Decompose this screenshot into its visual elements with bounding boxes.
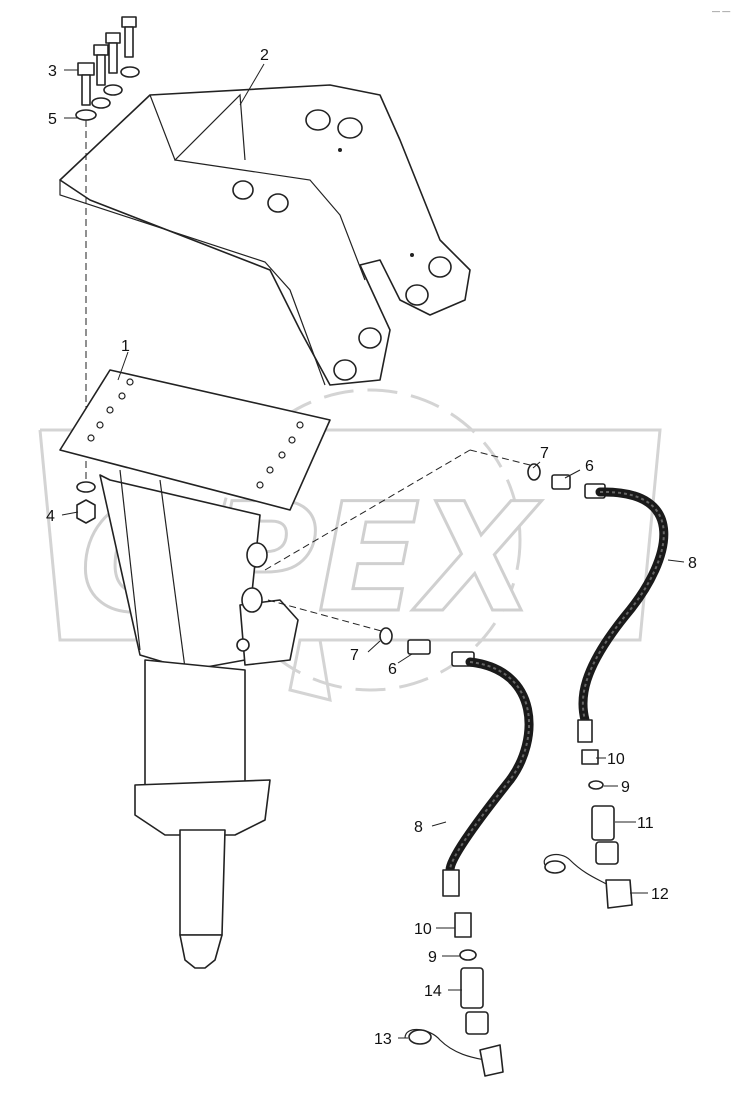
callout-7-upper: 7 <box>540 445 549 462</box>
adapter-6-lower <box>407 639 431 655</box>
callout-5: 5 <box>48 111 57 128</box>
mount-plate-holes <box>87 378 304 489</box>
coupler-11 <box>591 805 615 841</box>
coupler-14 <box>460 967 484 1009</box>
mounting-bracket <box>59 84 471 386</box>
callout-12: 12 <box>651 886 669 903</box>
bolt-1 <box>75 62 97 121</box>
callout-1: 1 <box>121 338 130 355</box>
leader-lines <box>61 63 685 1039</box>
hose-end-lower <box>442 869 460 897</box>
o-ring-7-lower <box>379 627 393 645</box>
callout-7-lower: 7 <box>350 647 359 664</box>
adapter-10-lower <box>454 912 472 938</box>
callout-11: 11 <box>637 815 654 832</box>
bolt-4 <box>120 16 140 78</box>
o-ring-7-upper <box>527 463 541 481</box>
callout-8-upper: 8 <box>688 555 697 572</box>
callout-4: 4 <box>46 508 55 525</box>
adapter-10-upper <box>581 749 599 765</box>
dust-cap-12 <box>605 879 633 909</box>
hydraulic-hammer <box>59 369 331 969</box>
hose-end-upper <box>577 719 593 743</box>
callout-labels: 2 3 5 1 4 7 6 7 6 8 8 10 9 11 12 10 9 14… <box>46 47 697 1048</box>
callout-10-lower: 10 <box>414 921 432 938</box>
callout-3: 3 <box>48 63 57 80</box>
lower-hose-assembly <box>379 627 534 1077</box>
callout-6-upper: 6 <box>585 458 594 475</box>
o-ring-9-upper <box>588 780 604 790</box>
o-ring-9-lower <box>459 949 477 961</box>
dust-cap-13 <box>479 1044 504 1077</box>
dust-cap-strap-12 <box>543 853 609 886</box>
callout-13: 13 <box>374 1031 392 1048</box>
bolt-2 <box>91 44 111 109</box>
bolt-3 <box>103 32 123 96</box>
callout-14: 14 <box>424 983 442 1000</box>
callout-2: 2 <box>260 47 269 64</box>
bolts-and-washers <box>75 16 140 480</box>
callout-9-lower: 9 <box>428 949 437 966</box>
callout-10-upper: 10 <box>607 751 625 768</box>
callout-8-lower: 8 <box>414 819 423 836</box>
callout-6-lower: 6 <box>388 661 397 678</box>
corner-mark: — — <box>712 7 730 16</box>
upper-hose-assembly <box>527 463 669 909</box>
adapter-6-upper <box>551 474 571 490</box>
dust-cap-strap-13 <box>404 1029 486 1061</box>
callout-9-upper: 9 <box>621 779 630 796</box>
nut-and-washer <box>76 481 96 524</box>
